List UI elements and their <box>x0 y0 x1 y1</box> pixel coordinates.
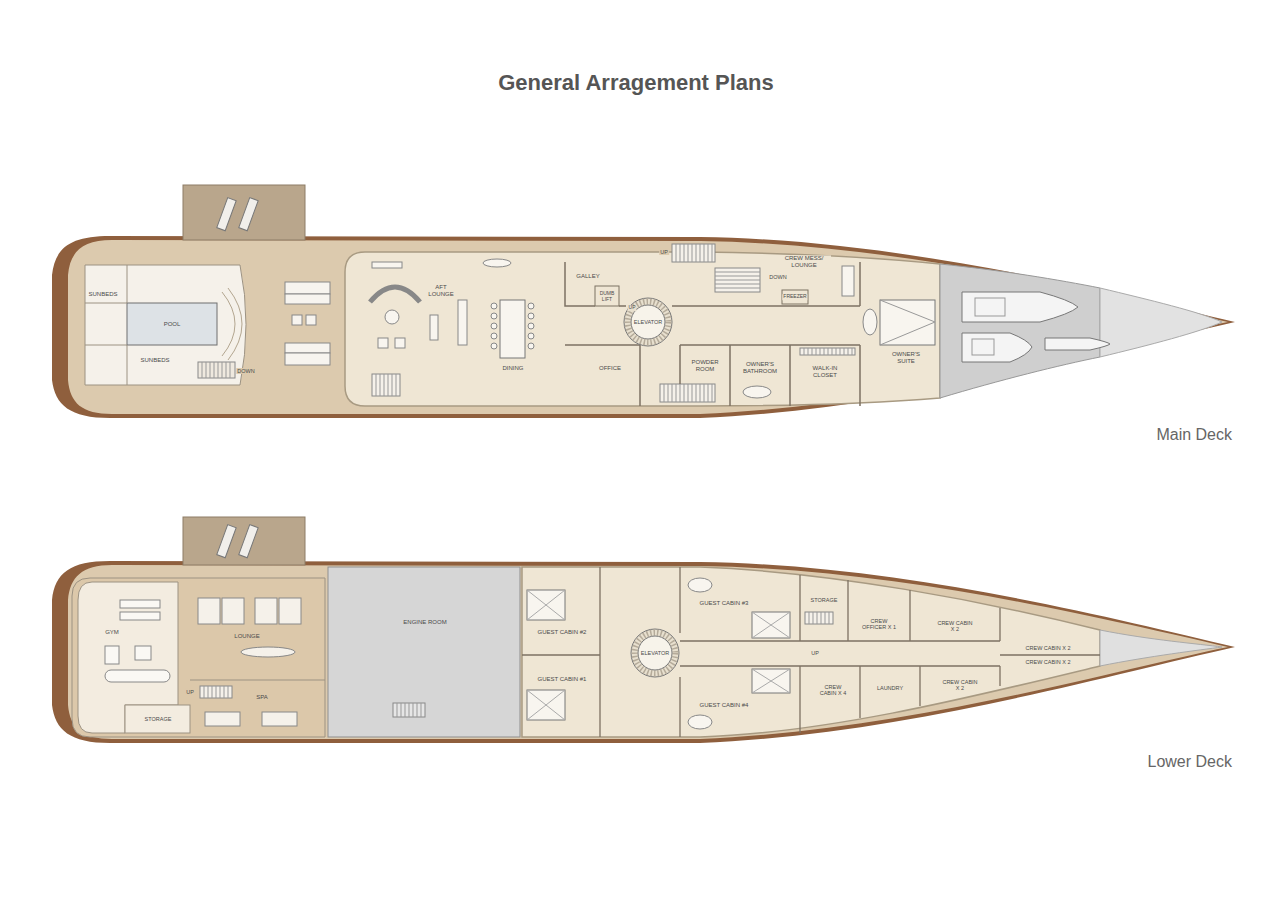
deck-name: Lower Deck <box>1147 753 1233 771</box>
room-label: POOL <box>163 321 182 328</box>
main-deck-hull <box>52 185 1235 418</box>
room-label: UP <box>659 249 669 255</box>
engine-room <box>328 567 520 737</box>
room-label: ELEVATOR <box>633 319 663 325</box>
room-label: LAUNDRY <box>876 685 904 691</box>
room-label: POWDER ROOM <box>689 359 721 372</box>
room-label: CREW CABIN X 2 <box>1025 645 1072 651</box>
room-label: SUNBEDS <box>87 291 118 298</box>
room-label: GUEST CABIN #2 <box>537 629 588 636</box>
room-label: GALLEY <box>575 273 600 280</box>
lower-cabins <box>522 567 1222 737</box>
room-label: STORAGE <box>810 597 839 603</box>
room-label: CREW CABIN X 2 <box>941 679 979 691</box>
lower-deck-hull <box>52 517 1235 743</box>
pool-deck <box>85 265 330 385</box>
room-label: DOWN <box>236 368 255 374</box>
room-label: SPA <box>255 694 269 701</box>
room-label: DOWN <box>768 274 787 280</box>
room-label: CREW CABIN X 4 <box>818 684 848 696</box>
lower-aft <box>72 578 325 737</box>
room-label: STORAGE <box>144 716 173 722</box>
room-label: OWNER'S SUITE <box>887 351 925 364</box>
room-label: CREW CABIN X 2 <box>1025 659 1072 665</box>
room-label: AFT LOUNGE <box>424 284 458 297</box>
room-label: CREW CABIN X 2 <box>936 620 974 632</box>
room-label: OWNER'S BATHROOM <box>739 361 781 374</box>
plan-title: General Arragement Plans <box>498 70 774 96</box>
room-label: UP <box>628 305 637 311</box>
room-label: WALK-IN CLOSET <box>807 365 843 378</box>
main-interior <box>345 244 940 406</box>
room-label: GUEST CABIN #1 <box>537 676 588 683</box>
deck-name: Main Deck <box>1155 426 1233 444</box>
room-label: DINING <box>502 365 525 372</box>
room-label: OFFICE <box>598 365 622 372</box>
room-label: UP <box>810 650 820 656</box>
tender-bay <box>940 264 1222 398</box>
room-label: GUEST CABIN #4 <box>699 702 750 709</box>
room-label: SUNBEDS <box>139 357 170 364</box>
room-label: CREW OFFICER X 1 <box>861 618 897 630</box>
room-label: ELEVATOR <box>640 650 670 656</box>
room-label: FREEZER <box>782 294 807 300</box>
room-label: GUEST CABIN #3 <box>699 600 750 607</box>
room-label: GYM <box>104 629 120 636</box>
room-label: CREW MESS/ LOUNGE <box>777 255 831 268</box>
room-label: UP <box>185 689 195 695</box>
room-label: DUMB LIFT <box>596 291 618 302</box>
room-label: LOUNGE <box>233 633 260 640</box>
room-label: ENGINE ROOM <box>402 619 447 626</box>
